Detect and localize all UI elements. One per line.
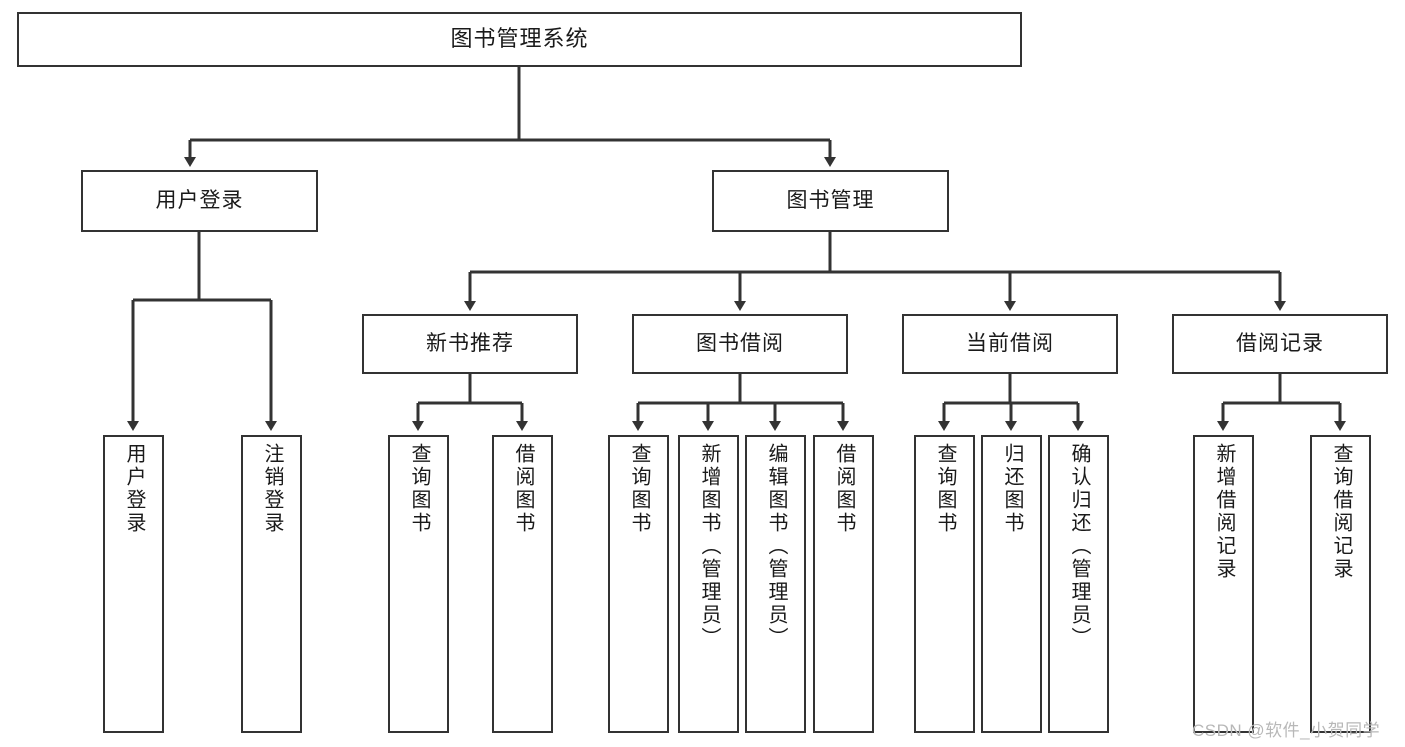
node-current-borrow[interactable]: 当前借阅 xyxy=(902,314,1118,374)
leaf-borrow-query-book[interactable]: 查询图书 xyxy=(608,435,669,733)
leaf-label: 确认归还（管理员） xyxy=(1068,443,1090,650)
leaf-label: 查询图书 xyxy=(408,443,430,535)
leaf-record-query-record[interactable]: 查询借阅记录 xyxy=(1310,435,1371,733)
leaf-current-return-book[interactable]: 归还图书 xyxy=(981,435,1042,733)
leaf-record-add-record[interactable]: 新增借阅记录 xyxy=(1193,435,1254,733)
leaf-label: 新增图书（管理员） xyxy=(698,443,720,650)
node-new-book-recommend[interactable]: 新书推荐 xyxy=(362,314,578,374)
leaf-label: 用户登录 xyxy=(123,443,145,535)
leaf-current-query-book[interactable]: 查询图书 xyxy=(914,435,975,733)
leaf-label: 借阅图书 xyxy=(512,443,534,535)
node-label: 新书推荐 xyxy=(426,332,514,356)
leaf-borrow-borrow-book[interactable]: 借阅图书 xyxy=(813,435,874,733)
node-label: 当前借阅 xyxy=(966,332,1054,356)
leaf-label: 查询图书 xyxy=(628,443,650,535)
leaf-new-book-borrow-book[interactable]: 借阅图书 xyxy=(492,435,553,733)
node-label: 图书管理 xyxy=(786,189,875,213)
leaf-label: 查询图书 xyxy=(934,443,956,535)
node-label: 用户登录 xyxy=(155,189,244,213)
leaf-borrow-add-book-admin[interactable]: 新增图书（管理员） xyxy=(678,435,739,733)
node-label: 借阅记录 xyxy=(1236,332,1324,356)
node-book-borrow[interactable]: 图书借阅 xyxy=(632,314,848,374)
leaf-borrow-edit-book-admin[interactable]: 编辑图书（管理员） xyxy=(745,435,806,733)
leaf-label: 借阅图书 xyxy=(833,443,855,535)
csdn-watermark: CSDN @软件_小贺同学 xyxy=(1192,721,1381,740)
leaf-current-confirm-return-admin[interactable]: 确认归还（管理员） xyxy=(1048,435,1109,733)
leaf-label: 归还图书 xyxy=(1001,443,1023,535)
node-borrow-record[interactable]: 借阅记录 xyxy=(1172,314,1388,374)
leaf-label: 注销登录 xyxy=(261,443,283,535)
node-book-management[interactable]: 图书管理 xyxy=(712,170,949,232)
leaf-user-login-logout[interactable]: 注销登录 xyxy=(241,435,302,733)
leaf-label: 新增借阅记录 xyxy=(1213,443,1235,581)
node-root-book-management-system[interactable]: 图书管理系统 xyxy=(17,12,1022,67)
node-label: 图书借阅 xyxy=(696,332,784,356)
leaf-new-book-query-book[interactable]: 查询图书 xyxy=(388,435,449,733)
node-label: 图书管理系统 xyxy=(450,26,589,52)
leaf-label: 查询借阅记录 xyxy=(1330,443,1352,581)
leaf-user-login-login[interactable]: 用户登录 xyxy=(103,435,164,733)
leaf-label: 编辑图书（管理员） xyxy=(765,443,787,650)
node-user-login[interactable]: 用户登录 xyxy=(81,170,318,232)
